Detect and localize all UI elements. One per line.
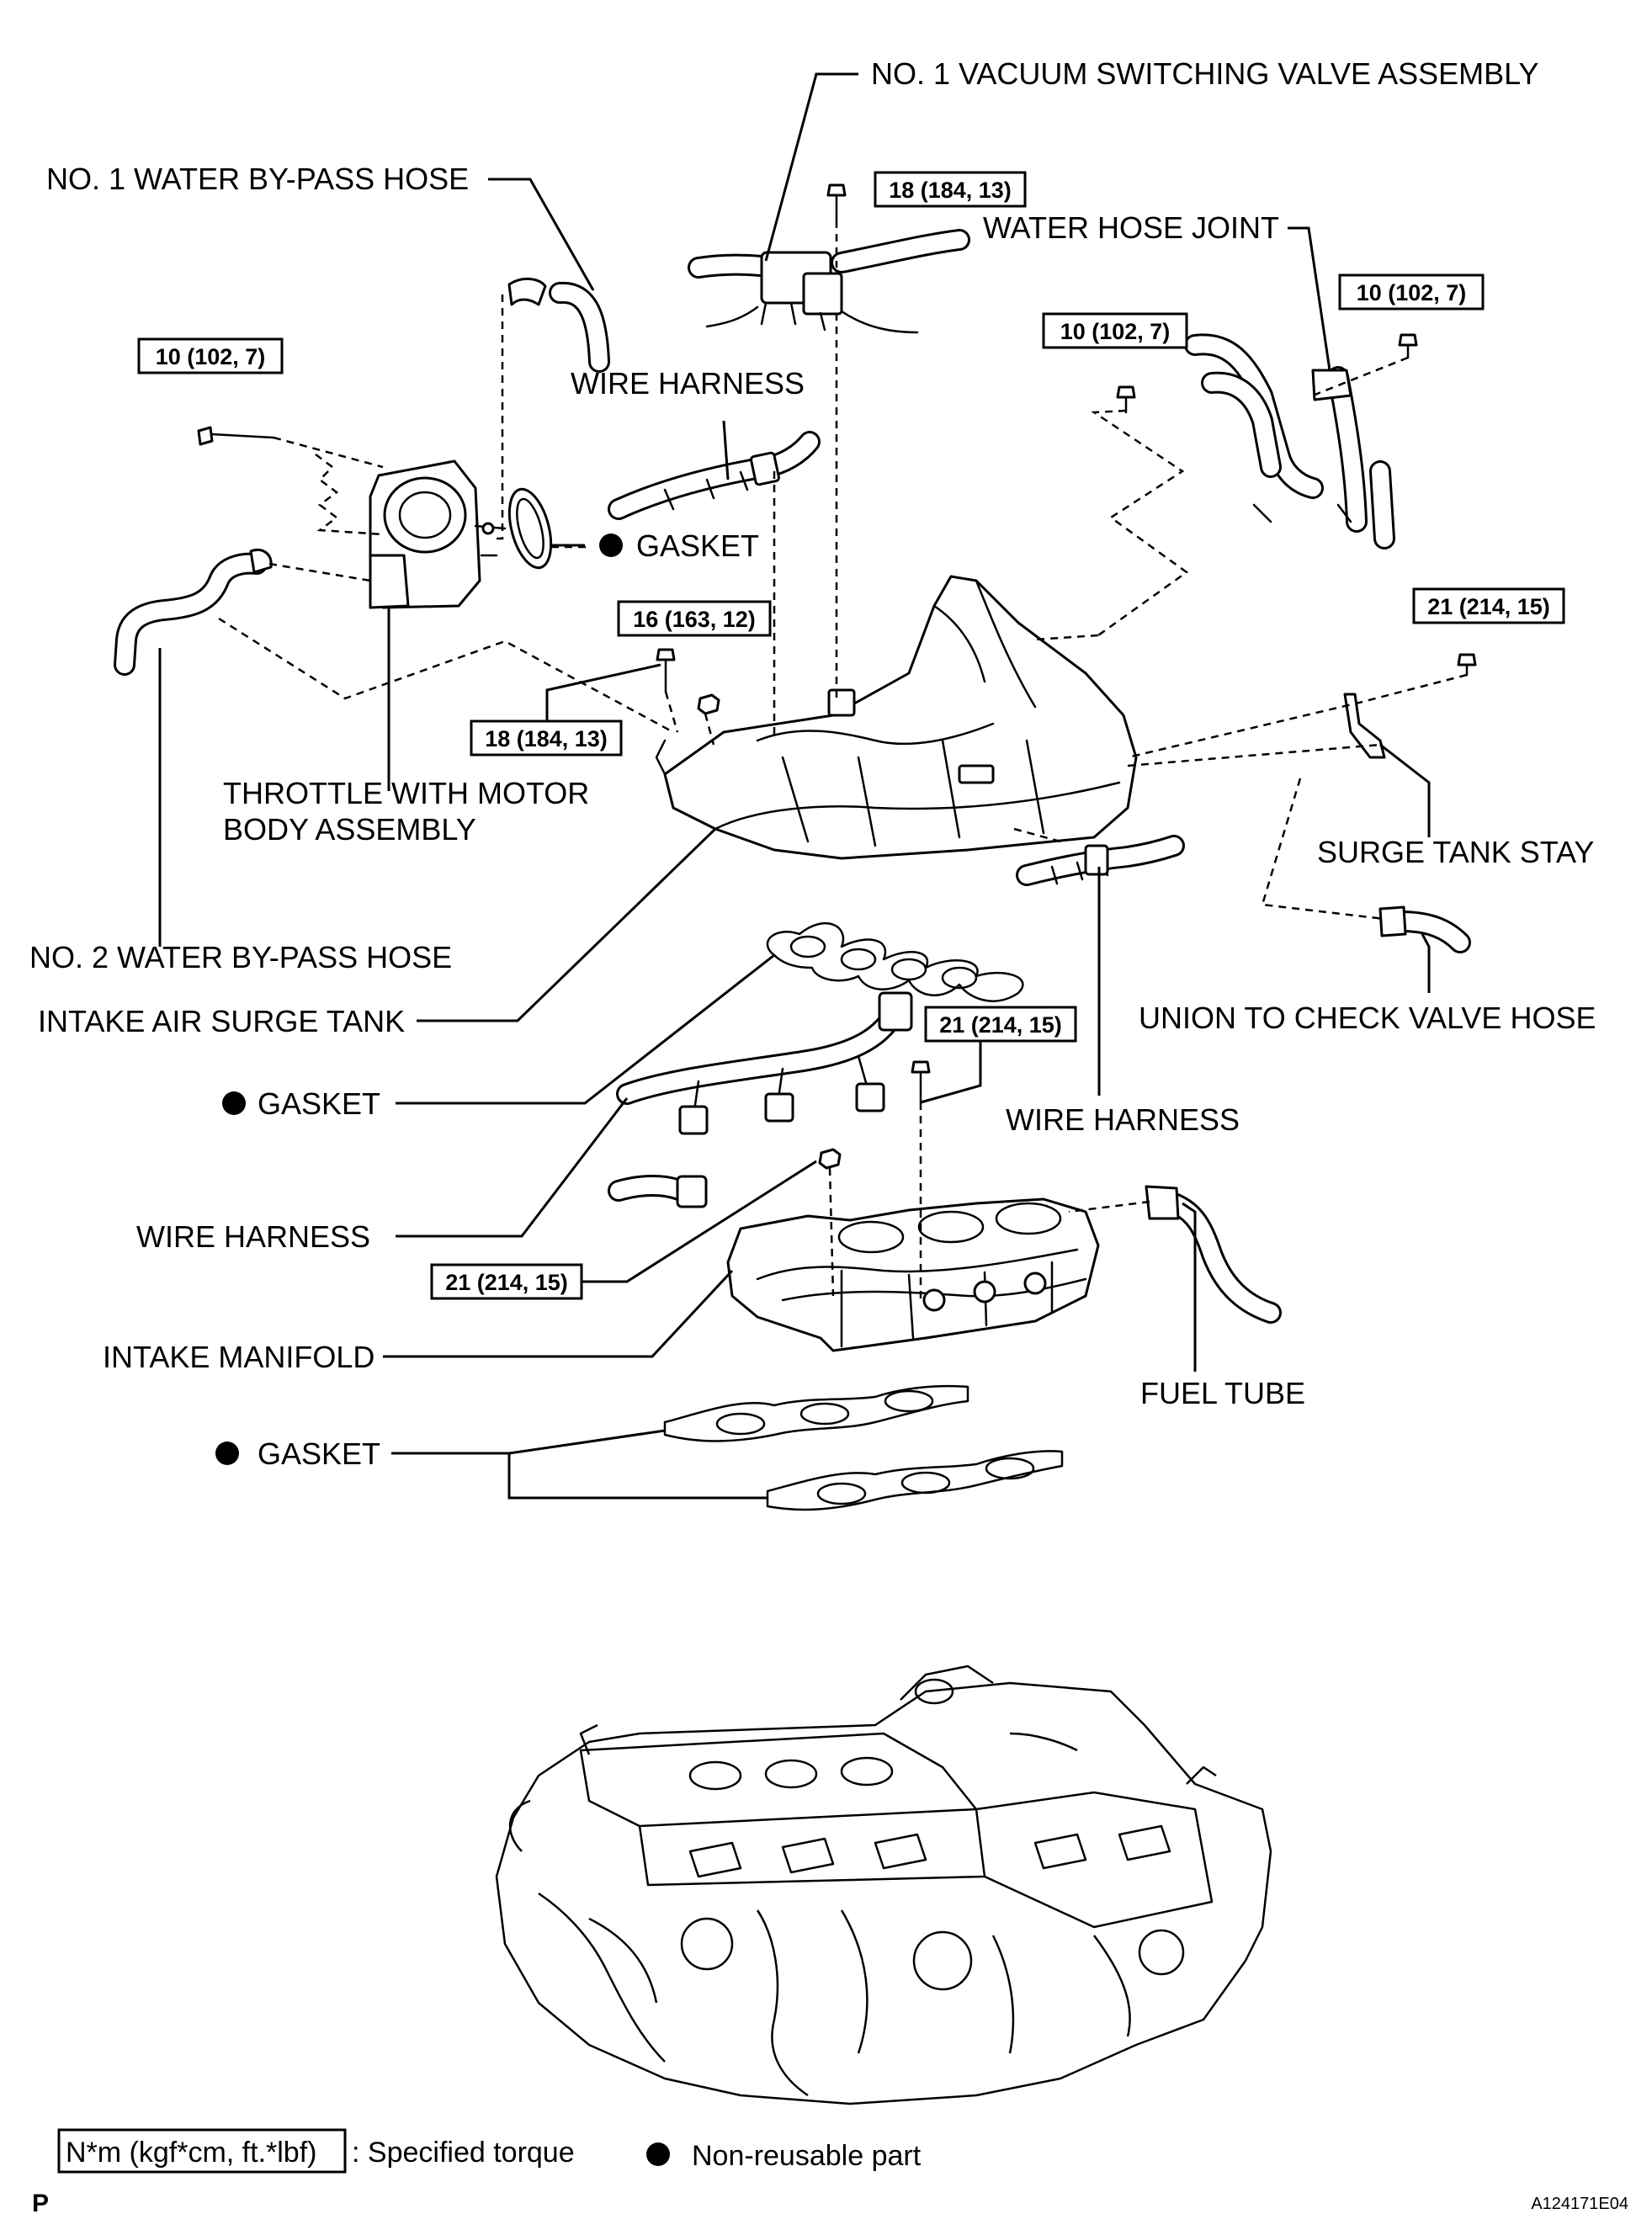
surge-tank-stay-drawing <box>1343 693 1386 759</box>
dashed-alignment-lines <box>218 220 1468 1304</box>
label-throttle-body-line2: BODY ASSEMBLY <box>223 812 476 847</box>
water-hose-joint-drawing <box>1184 333 1395 550</box>
vacuum-switching-valve-drawing <box>688 229 970 334</box>
label-water-hose-joint: WATER HOSE JOINT <box>983 210 1279 245</box>
label-water-bypass-hose-1: NO. 1 WATER BY-PASS HOSE <box>46 162 469 196</box>
wire-harness-left-drawing <box>608 1174 708 1208</box>
water-bypass-hose-2-drawing <box>114 549 273 676</box>
label-surge-tank-stay: SURGE TANK STAY <box>1317 835 1594 869</box>
figure-code: A124171E04 <box>1531 2195 1628 2213</box>
non-reusable-dot-icon <box>215 1442 239 1465</box>
label-vacuum-switching-valve: NO. 1 VACUUM SWITCHING VALVE ASSEMBLY <box>871 56 1539 91</box>
bolt-icons <box>197 183 1477 1170</box>
torque-value: 18 (184, 13) <box>889 178 1012 203</box>
non-reusable-dot-icon <box>599 534 623 557</box>
torque-box-throttle: 10 (102, 7) <box>137 337 284 374</box>
label-gasket-low: GASKET <box>258 1436 380 1471</box>
torque-value: 10 (102, 7) <box>1060 319 1171 344</box>
legend: N*m (kgf*cm, ft.*lbf) : Specified torque… <box>57 2128 922 2174</box>
wire-harness-right-drawing <box>1016 835 1185 886</box>
non-reusable-dot-icon <box>222 1091 246 1115</box>
manifold-gasket-upper-drawing <box>663 1384 969 1442</box>
manifold-gasket-lower-drawing <box>766 1450 1064 1511</box>
engine-overview-drawing <box>495 1665 1272 2105</box>
fuel-tube-drawing <box>1145 1185 1282 1324</box>
torque-box-joint-right: 10 (102, 7) <box>1338 273 1485 311</box>
torque-value: 16 (163, 12) <box>633 607 756 632</box>
wire-harness-top-drawing <box>608 431 821 520</box>
torque-box-vsv: 18 (184, 13) <box>874 171 1027 208</box>
torque-value: 21 (214, 15) <box>445 1270 568 1295</box>
torque-value: 21 (214, 15) <box>939 1012 1062 1038</box>
torque-value: 21 (214, 15) <box>1427 594 1550 619</box>
torque-value: 10 (102, 7) <box>1357 280 1467 305</box>
label-wire-harness-left: WIRE HARNESS <box>136 1219 370 1254</box>
non-reusable-dot-icon <box>646 2142 670 2166</box>
torque-box-surge-nut: 16 (163, 12) <box>617 600 772 637</box>
torque-box-manifold-bolt: 21 (214, 15) <box>924 1006 1077 1043</box>
label-fuel-tube: FUEL TUBE <box>1140 1376 1305 1410</box>
torque-value: 18 (184, 13) <box>485 726 608 751</box>
label-union-check-valve-hose: UNION TO CHECK VALVE HOSE <box>1139 1001 1596 1035</box>
water-bypass-hose-1-drawing <box>507 278 610 373</box>
torque-box-manifold-nut: 21 (214, 15) <box>430 1263 583 1300</box>
legend-torque-desc: : Specified torque <box>352 2137 575 2169</box>
legend-torque-format: N*m (kgf*cm, ft.*lbf) <box>66 2137 316 2169</box>
label-throttle-body-line1: THROTTLE WITH MOTOR <box>223 776 589 810</box>
label-gasket-mid: GASKET <box>258 1086 380 1121</box>
torque-value: 10 (102, 7) <box>156 344 266 369</box>
throttle-gasket-drawing <box>507 487 553 570</box>
surge-tank-drawing <box>655 575 1138 860</box>
label-wire-harness-right: WIRE HARNESS <box>1006 1102 1240 1137</box>
label-water-bypass-hose-2: NO. 2 WATER BY-PASS HOSE <box>29 940 452 974</box>
footer-left-mark: P <box>32 2190 49 2217</box>
torque-box-stay: 21 (214, 15) <box>1412 587 1565 624</box>
legend-nonreusable-desc: Non-reusable part <box>692 2140 922 2172</box>
label-wire-harness-top: WIRE HARNESS <box>571 366 805 401</box>
label-gasket-top: GASKET <box>636 528 759 563</box>
torque-box-surge-bolt: 18 (184, 13) <box>470 719 623 757</box>
intake-manifold-drawing <box>726 1197 1100 1352</box>
wire-harness-mid-drawing <box>616 991 913 1135</box>
label-intake-manifold: INTAKE MANIFOLD <box>103 1340 374 1374</box>
throttle-body-drawing <box>369 459 507 609</box>
surge-gasket-drawing <box>766 922 1024 1002</box>
torque-box-joint-left: 10 (102, 7) <box>1042 312 1188 349</box>
leader-lines <box>158 72 1431 1500</box>
union-hose-drawing <box>1378 905 1471 953</box>
label-intake-air-surge-tank: INTAKE AIR SURGE TANK <box>38 1004 405 1038</box>
